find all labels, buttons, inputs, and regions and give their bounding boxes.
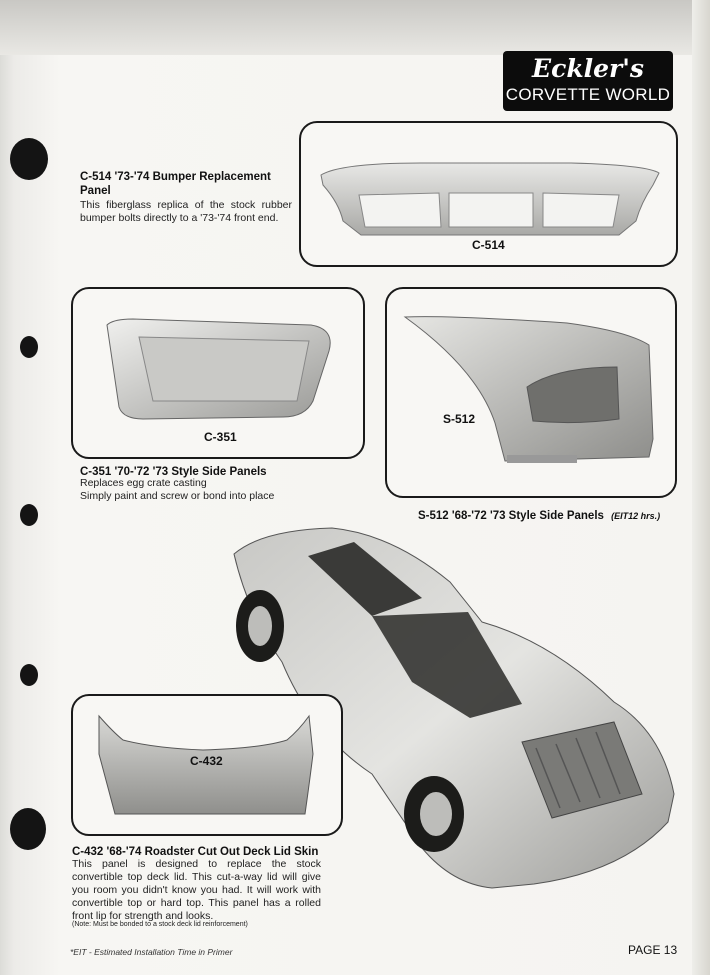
logo-brand: Eckler's (532, 54, 644, 83)
corvette-roadster-image (233, 527, 675, 889)
logo-subtitle: CORVETTE WORLD (505, 85, 671, 104)
c432-description: This panel is designed to replace the st… (72, 858, 321, 922)
c514-photo-box: C-514 (299, 121, 678, 267)
page-top-shadow (0, 0, 710, 55)
c351-label: C-351 (204, 430, 237, 444)
s512-photo-box: S-512 (385, 287, 677, 498)
page-right-edge (692, 0, 710, 975)
s512-label: S-512 (443, 412, 476, 426)
c432-deck-lid-image (98, 714, 314, 815)
page-number: PAGE 13 (628, 943, 678, 957)
s512-eit: (EIT12 hrs.) (611, 511, 661, 521)
s512-title-row: S-512 '68-'72 '73 Style Side Panels (EIT… (418, 509, 688, 523)
c351-description-1: Replaces egg crate casting (80, 477, 207, 489)
ecklers-logo: Eckler's CORVETTE WORLD (503, 51, 673, 111)
binder-hole (20, 504, 38, 526)
c351-title: C-351 '70-'72 '73 Style Side Panels (80, 466, 267, 478)
c351-side-panel-image (106, 318, 331, 420)
c432-label: C-432 (190, 754, 223, 768)
binder-hole (10, 138, 48, 180)
binder-hole (20, 664, 38, 686)
c432-title: C-432 '68-'74 Roadster Cut Out Deck Lid … (72, 846, 319, 858)
s512-title: S-512 '68-'72 '73 Style Side Panels (418, 510, 604, 522)
c351-photo-box: C-351 (71, 287, 365, 459)
s512-side-panel-image (403, 316, 654, 463)
eit-footnote: *EIT - Estimated Installation Time in Pr… (70, 947, 233, 957)
binder-hole (20, 336, 38, 358)
bumper-panel-image (320, 162, 660, 236)
binder-hole (10, 808, 46, 850)
c351-description-2: Simply paint and screw or bond into plac… (80, 490, 275, 502)
c514-description: This fiberglass replica of the stock rub… (80, 199, 292, 224)
c514-label: C-514 (472, 238, 505, 252)
c432-note: (Note: Must be bonded to a stock deck li… (72, 921, 248, 928)
c432-photo-box: C-432 (71, 694, 343, 836)
c514-title: C-514 '73-'74 Bumper Replacement Panel (80, 171, 271, 197)
